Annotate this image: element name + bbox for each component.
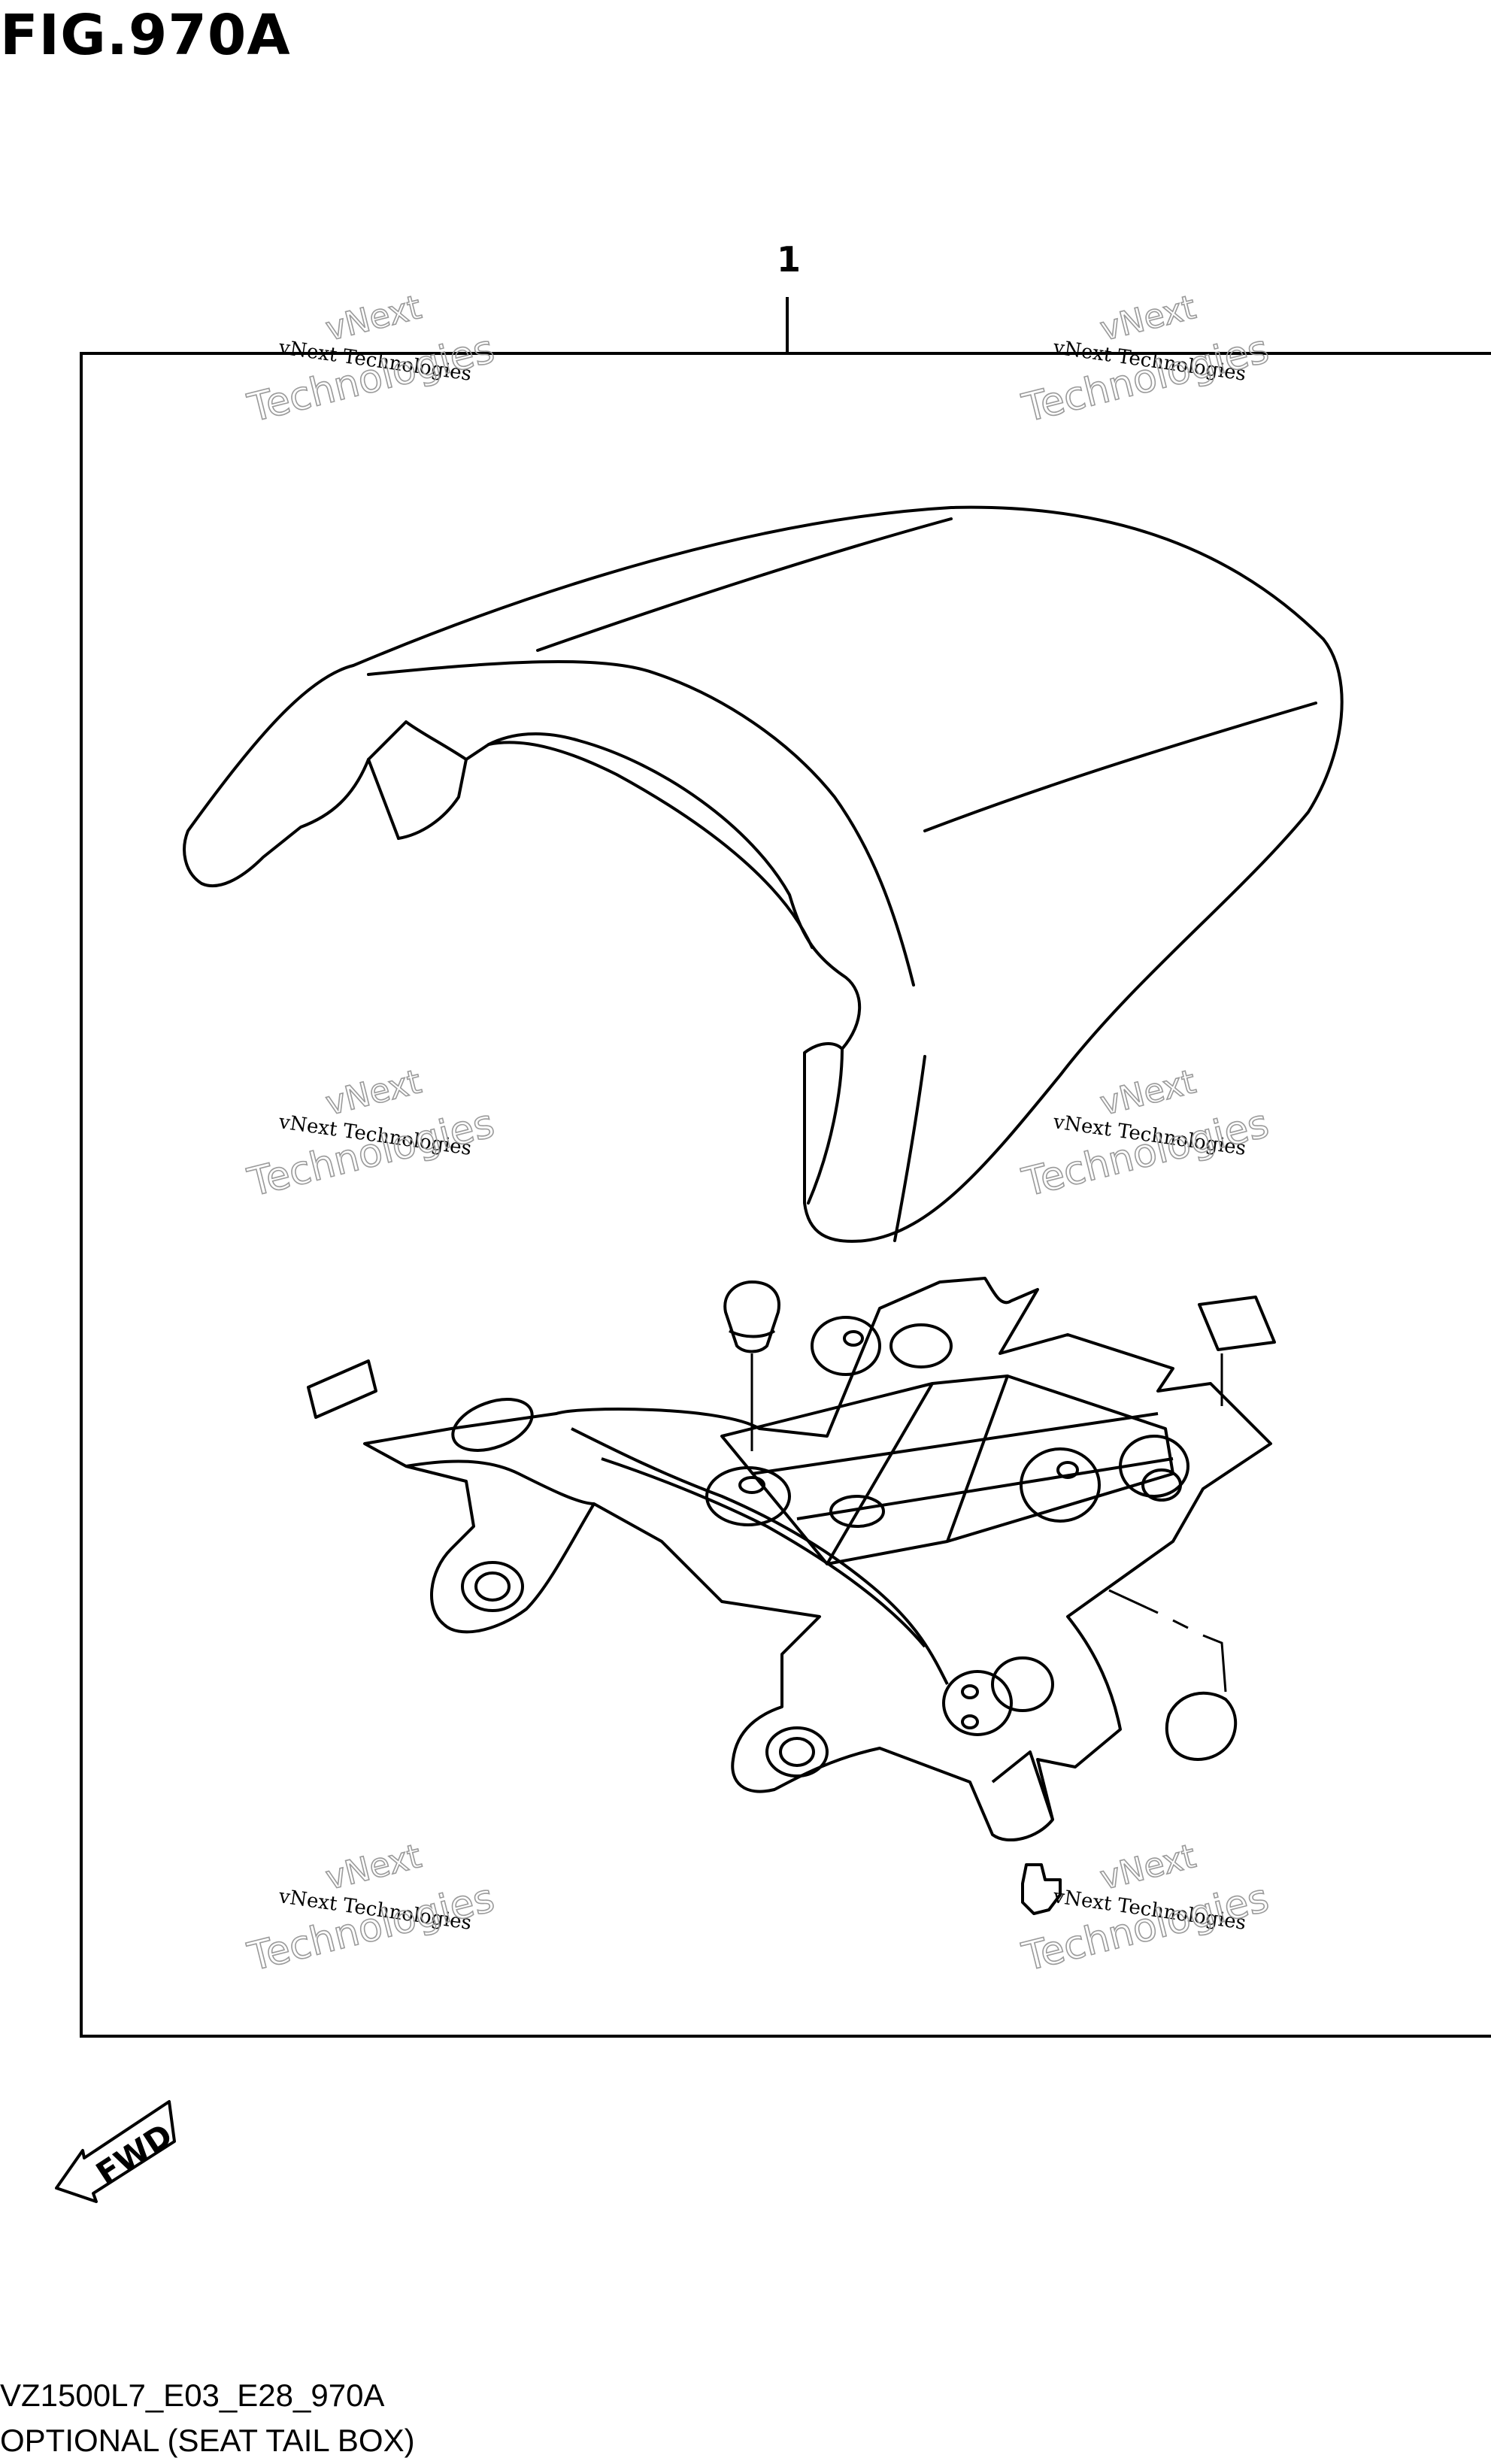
svg-text:vNext: vNext — [1096, 288, 1199, 349]
svg-text:vNext: vNext — [322, 1062, 425, 1123]
tape-right — [1198, 1296, 1276, 1351]
figure-caption: OPTIONAL (SEAT TAIL BOX) — [0, 2423, 415, 2458]
watermark-3: vNext vNext Technologies Technologies — [243, 1062, 499, 1206]
figure-code: VZ1500L7_E03_E28_970A — [0, 2378, 385, 2413]
cushion-top — [723, 1280, 780, 1353]
seat-tail-cover — [183, 505, 1344, 1243]
watermark-4: vNext vNext Technologies Technologies — [1017, 1062, 1274, 1206]
tape-left — [307, 1359, 377, 1419]
figure-title: FIG.970A — [0, 3, 291, 68]
cushion-bottom — [1165, 1691, 1238, 1761]
watermark-2: vNext vNext Technologies Technologies — [1017, 287, 1274, 432]
callout-number-1: 1 — [777, 239, 802, 280]
svg-text:vNext: vNext — [1096, 1837, 1199, 1898]
watermark-5: vNext vNext Technologies Technologies — [243, 1836, 499, 1981]
small-parts — [307, 1280, 1276, 1915]
mounting-bracket — [363, 1277, 1272, 1842]
leader-lines — [750, 1353, 1227, 1693]
svg-text:vNext: vNext — [322, 288, 425, 349]
fwd-arrow: FWD — [55, 2100, 179, 2203]
watermark-1: vNext vNext Technologies Technologies — [243, 287, 499, 432]
screw — [1021, 1863, 1062, 1915]
svg-text:vNext: vNext — [322, 1837, 425, 1898]
svg-text:vNext: vNext — [1096, 1062, 1199, 1123]
watermark-6: vNext vNext Technologies Technologies — [1017, 1836, 1274, 1981]
